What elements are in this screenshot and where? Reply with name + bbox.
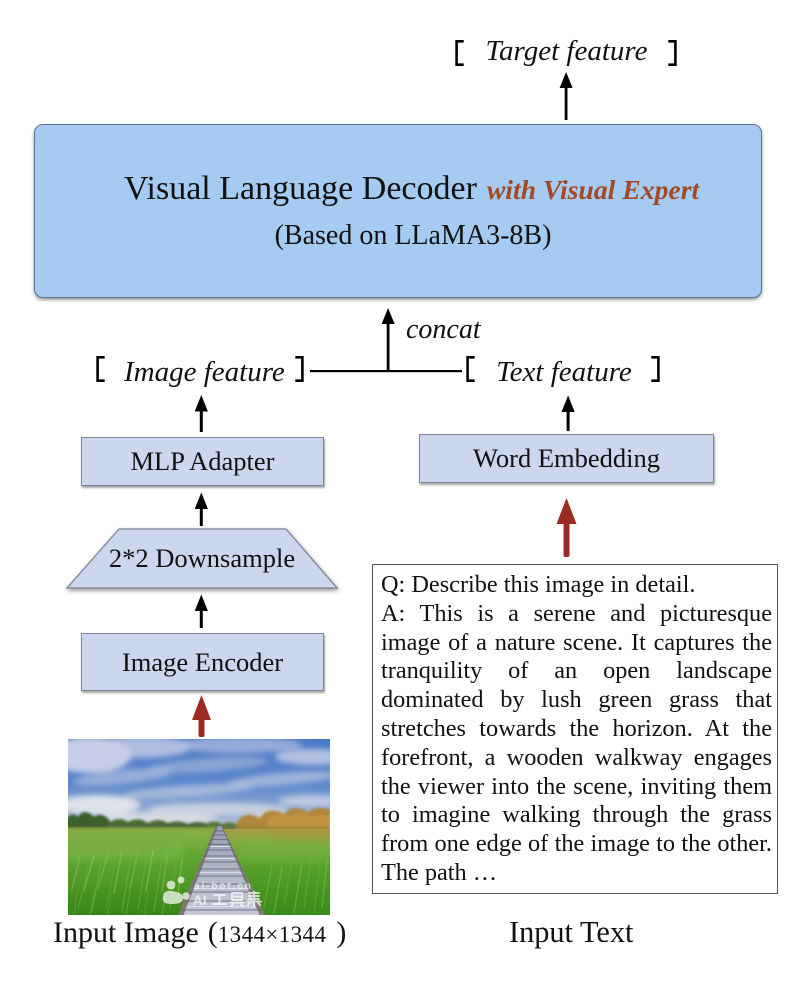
svg-text:AI: AI [193,893,207,908]
svg-text:ai-bot.cn: ai-bot.cn [194,881,253,892]
